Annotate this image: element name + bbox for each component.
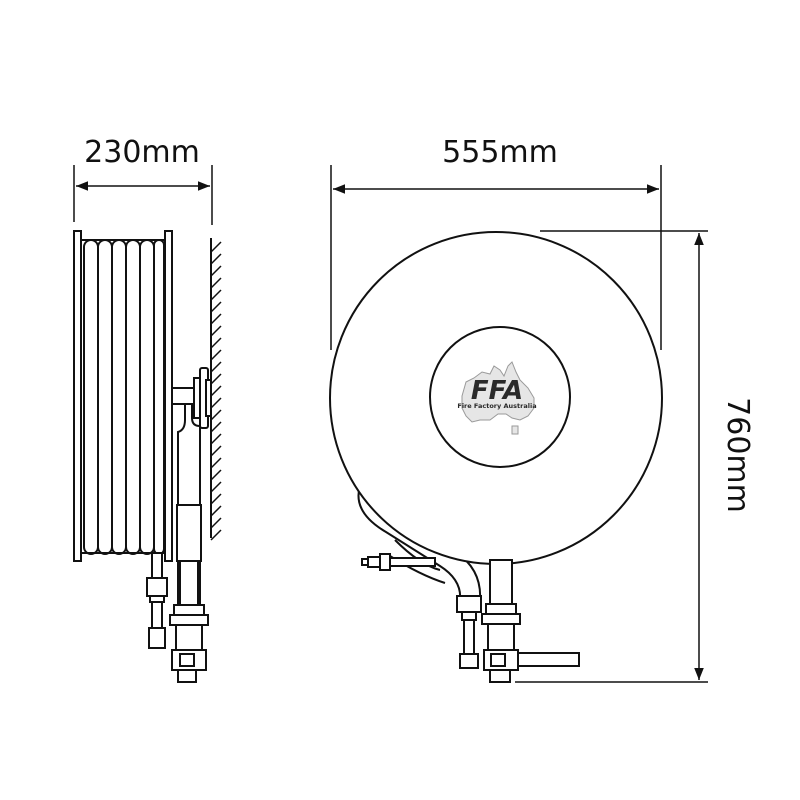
wall-hatching <box>210 241 222 541</box>
hatch-line <box>210 325 222 337</box>
hatch-line <box>210 469 222 481</box>
logo-caption: Fire Factory Australia <box>457 402 536 410</box>
front-riser <box>489 559 513 605</box>
hatch-line <box>210 433 222 445</box>
side-width-dimension: 230mm <box>73 135 213 225</box>
hatch-line <box>210 349 222 361</box>
hatch-line <box>210 397 222 409</box>
ffa-logo: FFA Fire Factory Australia <box>457 361 537 435</box>
height-label: 760mm <box>720 397 755 513</box>
valve-handle <box>517 652 580 667</box>
reel-outer-flange <box>73 230 82 562</box>
side-width-label: 230mm <box>84 135 200 170</box>
hatch-line <box>210 505 222 517</box>
front-width-label: 555mm <box>442 135 558 170</box>
side-valve <box>169 604 209 683</box>
side-swing-arm <box>176 404 202 610</box>
hatch-line <box>210 409 222 421</box>
hose-coils <box>83 239 165 555</box>
front-nozzle <box>456 595 482 669</box>
hatch-line <box>210 517 222 529</box>
hatch-line <box>210 385 222 397</box>
front-width-dimension: 555mm <box>330 135 662 350</box>
hatch-line <box>210 241 222 253</box>
wall <box>210 238 222 541</box>
hatch-line <box>210 277 222 289</box>
hatch-line <box>210 337 222 349</box>
side-view: 230mm <box>73 135 222 683</box>
front-inlet-fitting <box>361 553 436 571</box>
australia-map-icon <box>461 361 535 435</box>
logo-mark: FFA <box>471 376 523 406</box>
hatch-line <box>210 265 222 277</box>
hatch-line <box>210 289 222 301</box>
hatch-line <box>210 457 222 469</box>
hatch-line <box>210 373 222 385</box>
side-nozzle <box>146 552 168 649</box>
front-view: 555mm 760mm FFA Fire Factory Australia <box>329 135 755 683</box>
reel-inner-flange <box>164 230 173 562</box>
height-dimension: 760mm <box>515 230 755 683</box>
front-valve <box>481 603 580 683</box>
hatch-line <box>210 481 222 493</box>
hatch-line <box>210 493 222 505</box>
hatch-line <box>210 253 222 265</box>
hatch-line <box>210 529 222 541</box>
hatch-line <box>210 421 222 433</box>
hatch-line <box>210 445 222 457</box>
side-hub-mount <box>171 367 212 429</box>
hatch-line <box>210 313 222 325</box>
hatch-line <box>210 361 222 373</box>
hatch-line <box>210 301 222 313</box>
